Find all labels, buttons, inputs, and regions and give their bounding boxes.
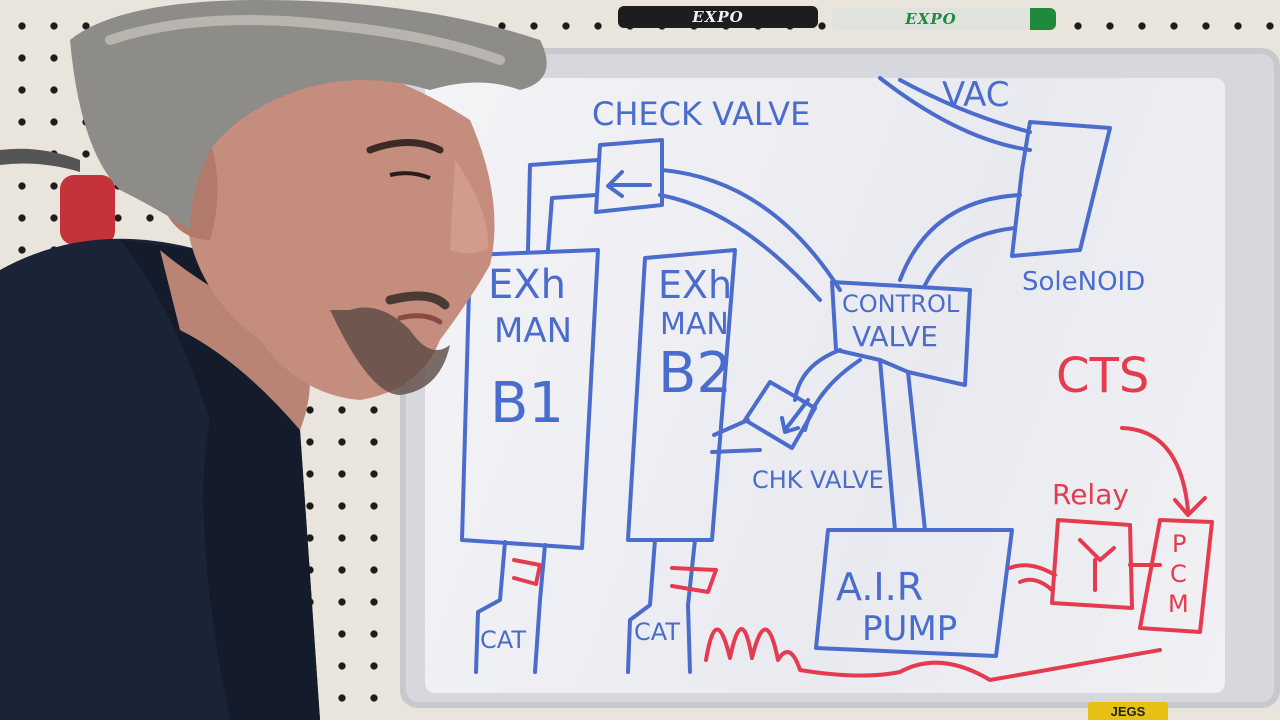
jegs-logo: JEGS: [1088, 702, 1168, 720]
chk-valve-arrow: [780, 398, 810, 434]
control-valve-line2: VALVE: [852, 320, 938, 353]
exh-man-b2-line2: MAN: [660, 307, 729, 342]
pcm-label-p: P: [1172, 530, 1186, 558]
pcm-label-m: M: [1168, 590, 1189, 618]
exh-man-b1-line3: B1: [490, 371, 564, 436]
whiteboard-surface: [425, 78, 1225, 693]
exh-man-b1-line2: MAN: [494, 311, 572, 351]
exh-man-b2-line1: EXh: [658, 263, 732, 307]
hanging-strap: [0, 148, 80, 172]
pipe-b2-cat: [626, 538, 697, 674]
wiring-squiggle: [704, 627, 1162, 682]
air-pump-line2: PUMP: [862, 609, 957, 649]
air-pump-line1: A.I.R: [836, 565, 923, 609]
cts-arrow: [1120, 426, 1207, 517]
marker-green: EXPO: [832, 8, 1056, 30]
cat-left-label: CAT: [480, 626, 526, 654]
pipe-control-to-chk: [793, 348, 862, 432]
relay-switch: [1078, 538, 1116, 592]
pipe-chk-to-b2: [710, 418, 762, 454]
control-valve-line1: CONTROL: [842, 290, 960, 318]
cat-right-label: CAT: [634, 618, 680, 646]
o2-sensor-b2: [670, 566, 718, 594]
wire-relay-to-pump: [1008, 563, 1057, 592]
o2-sensor-b1: [512, 558, 542, 586]
solenoid-label: SoleNOID: [1022, 267, 1145, 297]
pcm-label-c: C: [1170, 560, 1187, 588]
air-pump-box: [814, 528, 1014, 658]
vac-line: [878, 76, 1032, 152]
check-valve-top-box: [594, 138, 664, 214]
cts-label: CTS: [1056, 348, 1149, 404]
relay-box: [1050, 518, 1134, 610]
marker-black-label: EXPO: [692, 8, 744, 26]
presenter-neck: [160, 250, 310, 430]
chk-valve-label: CHK VALVE: [752, 466, 884, 494]
red-object: [60, 175, 115, 245]
presenter-beard: [330, 307, 450, 395]
pipe-b1-cat: [474, 540, 547, 674]
exh-man-b2-outline: [626, 248, 737, 542]
check-valve-top-label: CHECK VALVE: [592, 95, 810, 133]
exh-man-b1-line1: EXh: [488, 262, 566, 308]
marker-black: EXPO: [618, 6, 818, 28]
pipe-b1-check-valve: [526, 158, 600, 252]
exh-man-b1-outline: [460, 248, 600, 550]
presenter: [0, 0, 547, 720]
marker-green-label: EXPO: [905, 10, 957, 28]
exh-man-b2-line3: B2: [658, 341, 732, 406]
chk-valve-box: [743, 380, 817, 450]
pipe-control-to-pump: [878, 358, 927, 532]
pipe-control-to-solenoid: [898, 193, 1022, 287]
relay-label: Relay: [1052, 478, 1129, 511]
check-valve-arrow: [606, 170, 652, 198]
vac-label: VAC: [942, 75, 1010, 115]
pcm-box: [1138, 518, 1214, 634]
presenter-hair: [70, 0, 547, 230]
pipe-check-to-control: [658, 168, 842, 302]
solenoid-box: [1010, 120, 1112, 258]
